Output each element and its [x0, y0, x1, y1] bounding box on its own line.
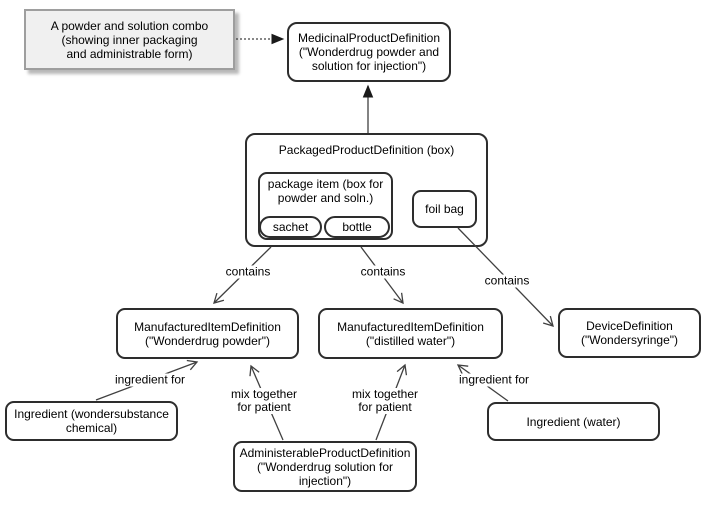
note-powder-solution-combo: A powder and solution combo (showing inn… [24, 9, 235, 70]
edge-label-contains-1: contains [223, 264, 273, 279]
node-sachet: sachet [259, 216, 322, 238]
node-foil-bag: foil bag [412, 190, 477, 228]
edge-label-ingredient-for-right: ingredient for [456, 372, 532, 387]
edge-label-mix-left: mix together for patient [228, 387, 300, 414]
packaged-product-label: PackagedProductDefinition (box) [278, 143, 455, 157]
edge-label-contains-3: contains [482, 273, 532, 288]
node-device-definition: DeviceDefinition ("Wondersyringe") [558, 308, 701, 358]
edge-label-mix-right: mix together for patient [349, 387, 421, 414]
node-bottle: bottle [324, 216, 390, 238]
node-ingredient-water: Ingredient (water) [487, 402, 660, 441]
node-manufactured-item-powder: ManufacturedItemDefinition ("Wonderdrug … [116, 308, 299, 359]
edge-label-contains-2: contains [358, 264, 408, 279]
node-medicinal-product-definition: MedicinalProductDefinition ("Wonderdrug … [287, 22, 451, 82]
node-ingredient-chemical: Ingredient (wondersubstance chemical) [5, 401, 178, 441]
node-administrable-product-definition: AdministerableProductDefinition ("Wonder… [233, 441, 417, 492]
edge-label-ingredient-for-left: ingredient for [112, 372, 188, 387]
node-manufactured-item-water: ManufacturedItemDefinition ("distilled w… [318, 308, 503, 359]
